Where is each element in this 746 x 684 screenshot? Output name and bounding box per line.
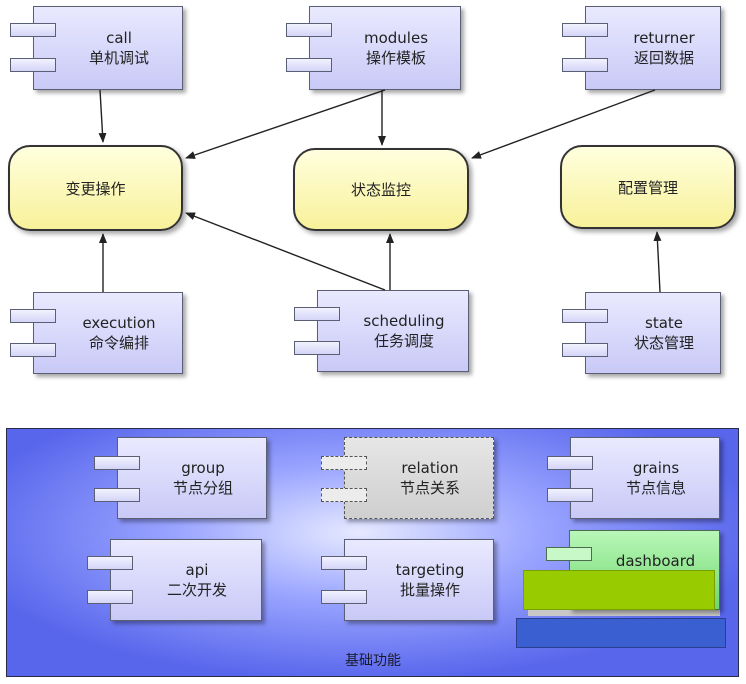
component-execution: execution 命令编排 — [10, 292, 183, 374]
node-change-operations: 变更操作 — [8, 145, 183, 231]
component-port-icon — [10, 23, 56, 37]
component-desc: 单机调试 — [88, 49, 149, 67]
node-state-monitoring: 状态监控 — [293, 148, 469, 231]
node-label: 配置管理 — [617, 178, 678, 197]
component-name: group — [181, 459, 225, 477]
component-name: execution — [82, 314, 156, 332]
node-label: 状态监控 — [350, 181, 411, 199]
component-name: dashboard — [615, 552, 696, 570]
component-name: call — [106, 29, 132, 47]
component-port-icon — [547, 488, 593, 502]
component-port-icon — [94, 488, 140, 502]
component-name: relation — [401, 459, 459, 477]
component-name: state — [645, 314, 683, 332]
component-modules: modules 操作模板 — [286, 6, 461, 90]
component-port-icon — [547, 456, 593, 470]
component-port-icon — [562, 343, 608, 357]
component-targeting: targeting 批量操作 — [321, 539, 494, 621]
node-label: 变更操作 — [65, 179, 126, 198]
component-name: modules — [363, 29, 429, 47]
dashboard-gray-slab — [528, 606, 720, 616]
component-port-icon — [94, 456, 140, 470]
component-name: api — [185, 561, 209, 579]
component-port-icon — [87, 590, 133, 604]
arrow-state-to-config — [653, 231, 662, 293]
component-port-icon — [321, 556, 367, 570]
component-name: targeting — [395, 561, 465, 579]
component-desc: 二次开发 — [166, 581, 227, 599]
component-name: returner — [633, 29, 695, 47]
component-port-icon — [562, 58, 608, 72]
component-desc: 操作模板 — [365, 49, 426, 67]
component-port-icon — [562, 309, 608, 323]
component-port-icon — [294, 341, 340, 355]
base-functions-label: 基础功能 — [345, 653, 401, 669]
component-port-icon — [562, 23, 608, 37]
component-group: group 节点分组 — [94, 437, 267, 519]
component-grains: grains 节点信息 — [547, 437, 720, 519]
dashboard-lime-slab — [523, 570, 715, 610]
component-scheduling: scheduling 任务调度 — [294, 290, 469, 372]
component-port-icon — [10, 309, 56, 323]
component-port-icon — [286, 58, 332, 72]
component-desc: 节点信息 — [625, 479, 686, 497]
component-port-icon — [87, 556, 133, 570]
component-desc: 任务调度 — [373, 332, 434, 350]
component-desc: 节点分组 — [172, 479, 233, 497]
dashboard-base-slab — [516, 618, 726, 648]
component-port-icon — [546, 547, 592, 561]
arrow-scheduling-to-change — [185, 212, 386, 291]
node-config-management: 配置管理 — [560, 145, 736, 229]
component-desc: 节点关系 — [399, 479, 460, 497]
component-desc: 命令编排 — [88, 334, 149, 352]
component-desc: 返回数据 — [633, 49, 694, 67]
component-port-icon — [10, 58, 56, 72]
component-desc: 状态管理 — [633, 334, 694, 352]
arrow-call-to-change — [98, 89, 107, 143]
component-port-icon — [321, 488, 367, 502]
component-name: grains — [632, 459, 680, 477]
component-name: scheduling — [363, 312, 445, 330]
component-desc: 批量操作 — [399, 581, 460, 599]
component-state: state 状态管理 — [562, 292, 721, 374]
component-port-icon — [286, 23, 332, 37]
dependency-arrows — [98, 89, 662, 293]
component-call: call 单机调试 — [10, 6, 183, 90]
component-api: api 二次开发 — [87, 539, 262, 621]
component-relation: relation 节点关系 — [321, 437, 494, 519]
arrow-modules-to-change — [185, 89, 386, 159]
component-returner: returner 返回数据 — [562, 6, 721, 90]
component-port-icon — [10, 343, 56, 357]
component-port-icon — [321, 456, 367, 470]
component-port-icon — [294, 307, 340, 321]
component-port-icon — [321, 590, 367, 604]
arrow-returner-to-monitor — [471, 89, 656, 159]
